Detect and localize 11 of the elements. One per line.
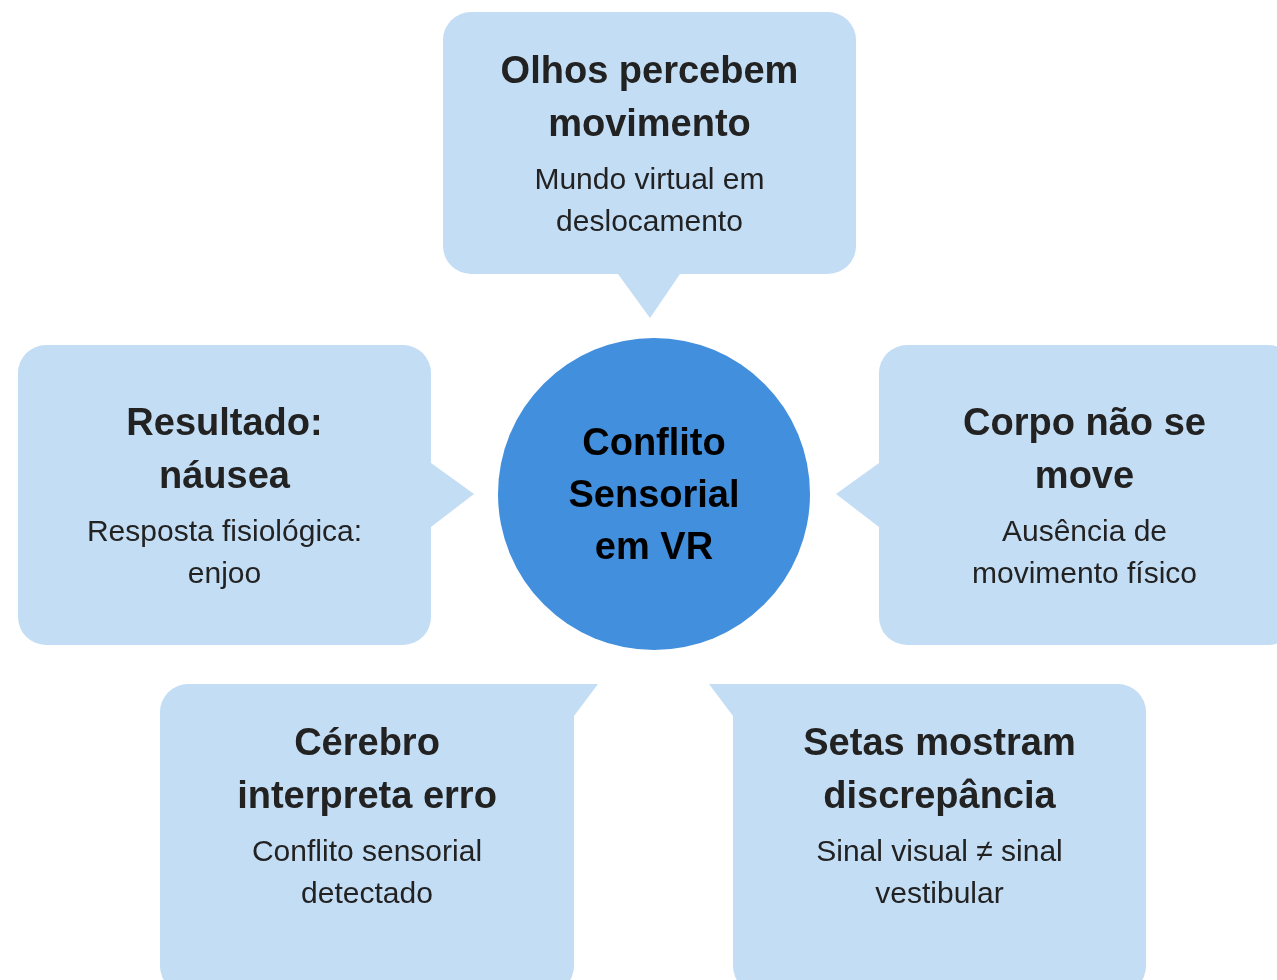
bubble-title: Cérebro interpreta erro <box>236 720 498 818</box>
bubble-description: Ausência de movimento físico <box>970 513 1199 591</box>
bubble-description: Conflito sensorial detectado <box>250 833 484 911</box>
bubble-description: Sinal visual ≠ sinal vestibular <box>815 833 1064 911</box>
bubble-title: Setas mostram discrepância <box>802 720 1077 818</box>
bubble-title: Resultado: náusea <box>125 400 324 498</box>
circle-title: Conflito Sensorial em VR <box>567 420 741 569</box>
bubble-description: Mundo virtual em deslocamento <box>533 161 766 239</box>
bubble-description: Resposta fisiológica: enjoo <box>85 513 364 591</box>
bubble-title: Olhos percebem movimento <box>499 48 800 146</box>
bubble-title: Corpo não se move <box>962 400 1207 498</box>
